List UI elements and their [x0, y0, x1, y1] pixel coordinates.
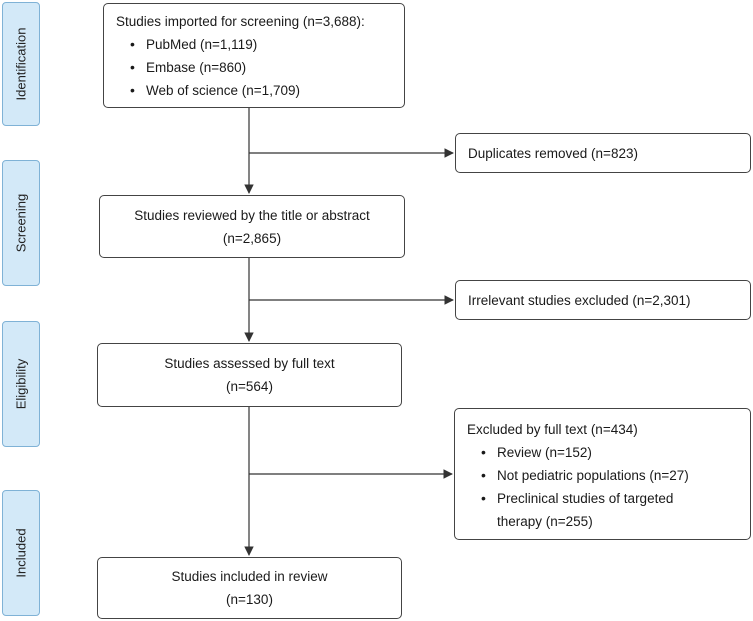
assessed-line1: Studies assessed by full text — [164, 356, 335, 371]
stage-included: Included — [2, 490, 40, 616]
list-item: Review (n=152) — [481, 441, 738, 464]
excluded-reason-list: Review (n=152) Not pediatric populations… — [467, 441, 738, 533]
imported-title: Studies imported for screening (n=3,688)… — [116, 14, 365, 29]
duplicates-text: Duplicates removed (n=823) — [468, 145, 638, 161]
duplicates-removed-box: Duplicates removed (n=823) — [455, 133, 751, 173]
assessed-studies-box: Studies assessed by full text (n=564) — [97, 343, 402, 407]
excluded-title: Excluded by full text (n=434) — [467, 422, 638, 437]
irrelevant-excluded-box: Irrelevant studies excluded (n=2,301) — [455, 280, 751, 320]
reviewed-line1: Studies reviewed by the title or abstrac… — [134, 207, 370, 223]
stage-eligibility: Eligibility — [2, 321, 40, 447]
list-item: Web of science (n=1,709) — [130, 79, 392, 102]
imported-studies-box: Studies imported for screening (n=3,688)… — [103, 3, 405, 108]
assessed-line2: (n=564) — [226, 379, 273, 394]
reviewed-line2: (n=2,865) — [222, 230, 282, 246]
stage-screening: Screening — [2, 160, 40, 286]
list-item: Embase (n=860) — [130, 56, 392, 79]
stage-identification: Identification — [2, 2, 40, 126]
included-line1: Studies included in review — [171, 569, 328, 584]
excluded-full-text-box: Excluded by full text (n=434) Review (n=… — [454, 408, 751, 540]
irrelevant-text: Irrelevant studies excluded (n=2,301) — [468, 292, 691, 308]
list-item: PubMed (n=1,119) — [130, 33, 392, 56]
list-item: Preclinical studies of targeted therapy … — [481, 487, 707, 533]
reviewed-studies-box: Studies reviewed by the title or abstrac… — [99, 195, 405, 258]
list-item: Not pediatric populations (n=27) — [481, 464, 738, 487]
imported-source-list: PubMed (n=1,119) Embase (n=860) Web of s… — [116, 33, 392, 102]
included-studies-box: Studies included in review (n=130) — [97, 557, 402, 619]
included-line2: (n=130) — [226, 592, 273, 607]
